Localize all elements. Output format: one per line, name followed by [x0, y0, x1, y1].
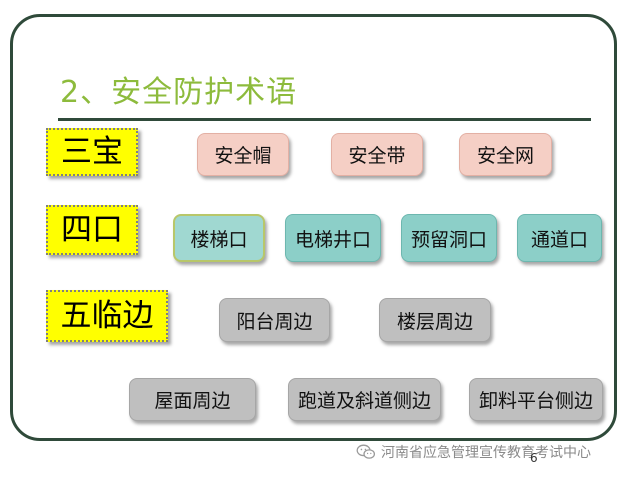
item-safety-helmet: 安全帽	[197, 133, 289, 176]
item-roof-edge: 屋面周边	[129, 378, 256, 421]
item-unloading-platform-edge: 卸料平台侧边	[469, 378, 603, 421]
item-balcony-edge: 阳台周边	[219, 298, 330, 342]
slide-title: 2、安全防护术语	[60, 75, 298, 110]
title-underline	[58, 118, 591, 121]
wechat-icon	[356, 444, 376, 459]
group-label-four-openings: 四口	[46, 205, 138, 255]
group-label-three-treasures: 三宝	[46, 128, 138, 176]
item-safety-net: 安全网	[459, 133, 552, 176]
item-stairway-opening: 楼梯口	[173, 214, 265, 262]
watermark-text: 河南省应急管理宣传教育考试中心	[381, 445, 591, 461]
group-label-five-edges: 五临边	[46, 290, 168, 342]
item-elevator-shaft-opening: 电梯井口	[285, 214, 381, 262]
item-floor-edge: 楼层周边	[379, 298, 491, 342]
watermark: 河南省应急管理宣传教育考试中心	[356, 442, 591, 462]
page-number: 6	[530, 451, 538, 465]
item-reserved-hole: 预留洞口	[401, 214, 497, 262]
item-safety-belt: 安全带	[331, 133, 423, 176]
item-runway-ramp-edge: 跑道及斜道侧边	[288, 378, 441, 421]
item-passage-opening: 通道口	[517, 214, 602, 262]
